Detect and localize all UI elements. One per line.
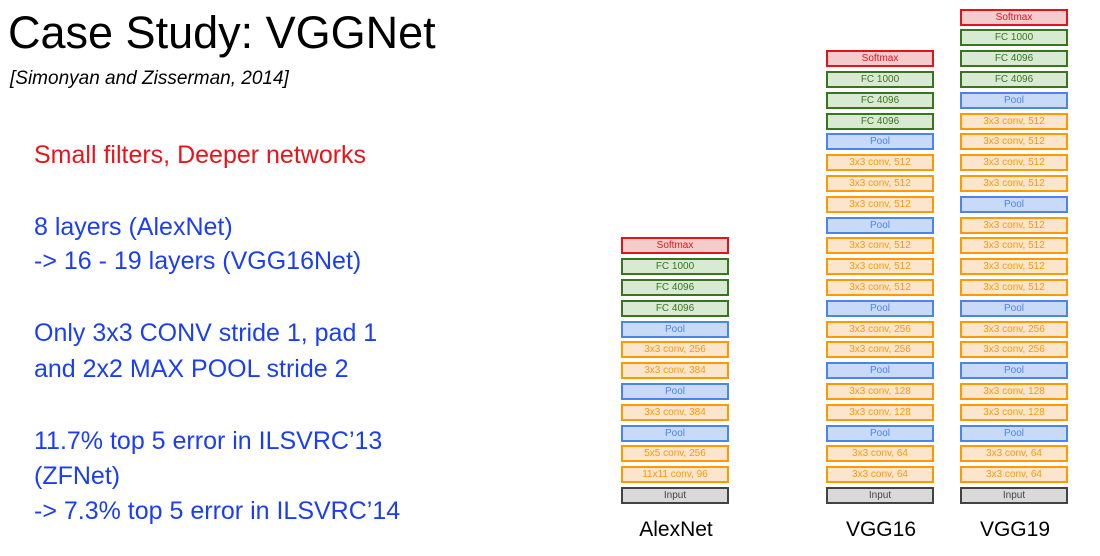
conv-layer: 3x3 conv, 512 xyxy=(826,196,934,213)
pool-layer: Pool xyxy=(826,425,934,442)
conv-layer: 3x3 conv, 64 xyxy=(826,466,934,483)
conv-layer: 3x3 conv, 256 xyxy=(960,321,1068,338)
pool-layer: Pool xyxy=(621,321,729,338)
fc-layer: FC 4096 xyxy=(826,92,934,109)
bullet-vgg-error: -> 7.3% top 5 error in ILSVRC’14 xyxy=(34,497,401,525)
vgg16-label: VGG16 xyxy=(845,518,917,541)
conv-layer: 3x3 conv, 256 xyxy=(826,321,934,338)
conv-layer: 3x3 conv, 128 xyxy=(826,404,934,421)
slide-title: Case Study: VGGNet xyxy=(8,7,436,58)
bullet-zfnet-error: 11.7% top 5 error in ILSVRC’13 xyxy=(34,427,383,455)
pool-layer: Pool xyxy=(960,300,1068,317)
conv-layer: 3x3 conv, 512 xyxy=(960,133,1068,150)
conv-layer: 3x3 conv, 128 xyxy=(960,404,1068,421)
fc-layer: FC 4096 xyxy=(621,279,729,296)
conv-layer: 3x3 conv, 512 xyxy=(826,175,934,192)
conv-layer: 3x3 conv, 256 xyxy=(621,341,729,358)
pool-layer: Pool xyxy=(621,383,729,400)
pool-layer: Pool xyxy=(826,217,934,234)
bullet-alexnet-layers: 8 layers (AlexNet) xyxy=(34,213,233,241)
conv-layer: 3x3 conv, 128 xyxy=(960,383,1068,400)
bullet-vgg-layers: -> 16 - 19 layers (VGG16Net) xyxy=(34,247,362,275)
conv-layer: 11x11 conv, 96 xyxy=(621,466,729,483)
conv-layer: 3x3 conv, 64 xyxy=(960,466,1068,483)
conv-layer: 3x3 conv, 512 xyxy=(826,237,934,254)
pool-layer: Pool xyxy=(960,362,1068,379)
conv-layer: 3x3 conv, 64 xyxy=(960,445,1068,462)
conv-layer: 3x3 conv, 512 xyxy=(960,113,1068,130)
softmax-layer: Softmax xyxy=(960,9,1068,26)
bullet-zfnet: (ZFNet) xyxy=(34,462,121,490)
softmax-layer: Softmax xyxy=(621,237,729,254)
conv-layer: 3x3 conv, 256 xyxy=(826,341,934,358)
conv-layer: 3x3 conv, 512 xyxy=(960,237,1068,254)
bullet-conv-stride: Only 3x3 CONV stride 1, pad 1 xyxy=(34,319,378,347)
conv-layer: 3x3 conv, 512 xyxy=(960,279,1068,296)
fc-layer: FC 4096 xyxy=(621,300,729,317)
bullet-small-filters: Small filters, Deeper networks xyxy=(34,141,367,169)
vgg19-label: VGG19 xyxy=(979,518,1051,541)
conv-layer: 3x3 conv, 512 xyxy=(960,258,1068,275)
conv-layer: 3x3 conv, 512 xyxy=(826,258,934,275)
fc-layer: FC 4096 xyxy=(960,50,1068,67)
alexnet-label: AlexNet xyxy=(639,518,713,541)
conv-layer: 3x3 conv, 512 xyxy=(826,154,934,171)
conv-layer: 3x3 conv, 512 xyxy=(960,175,1068,192)
fc-layer: FC 4096 xyxy=(826,113,934,130)
bullet-maxpool-stride: and 2x2 MAX POOL stride 2 xyxy=(34,355,349,383)
conv-layer: 3x3 conv, 256 xyxy=(960,341,1068,358)
pool-layer: Pool xyxy=(960,92,1068,109)
pool-layer: Pool xyxy=(826,362,934,379)
conv-layer: 3x3 conv, 512 xyxy=(960,217,1068,234)
input-layer: Input xyxy=(826,487,934,504)
fc-layer: FC 4096 xyxy=(960,71,1068,88)
conv-layer: 3x3 conv, 512 xyxy=(826,279,934,296)
pool-layer: Pool xyxy=(621,425,729,442)
pool-layer: Pool xyxy=(960,196,1068,213)
pool-layer: Pool xyxy=(826,300,934,317)
conv-layer: 3x3 conv, 384 xyxy=(621,362,729,379)
fc-layer: FC 1000 xyxy=(621,258,729,275)
conv-layer: 3x3 conv, 384 xyxy=(621,404,729,421)
conv-layer: 3x3 conv, 128 xyxy=(826,383,934,400)
input-layer: Input xyxy=(960,487,1068,504)
fc-layer: FC 1000 xyxy=(826,71,934,88)
citation: [Simonyan and Zisserman, 2014] xyxy=(10,68,289,89)
conv-layer: 3x3 conv, 512 xyxy=(960,154,1068,171)
pool-layer: Pool xyxy=(826,133,934,150)
pool-layer: Pool xyxy=(960,425,1068,442)
conv-layer: 3x3 conv, 64 xyxy=(826,445,934,462)
fc-layer: FC 1000 xyxy=(960,29,1068,46)
conv-layer: 5x5 conv, 256 xyxy=(621,445,729,462)
input-layer: Input xyxy=(621,487,729,504)
softmax-layer: Softmax xyxy=(826,50,934,67)
